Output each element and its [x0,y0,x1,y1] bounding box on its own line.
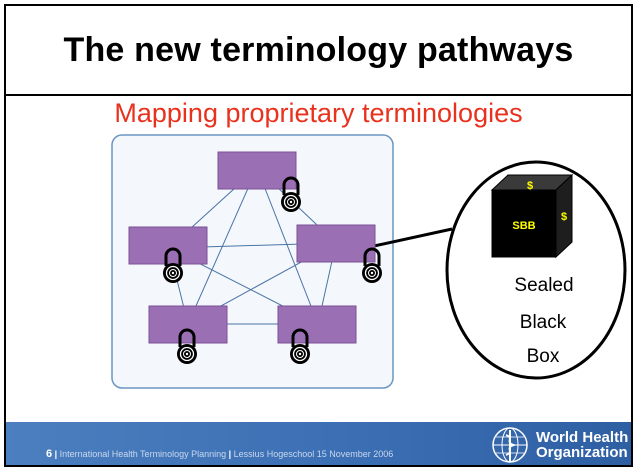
slide-frame: The new terminology pathways Mapping pro… [4,4,633,467]
footer-venue: Lessius Hogeschool 15 November 2006 [233,449,394,459]
terminology-diagram: $ $ SBB Sealed Black Box [111,134,627,389]
terminology-node-left [128,226,208,285]
terminology-node-top [217,151,303,214]
slide-title: The new terminology pathways [63,30,574,69]
who-emblem-icon [492,427,528,463]
caption-line-2: Black [520,312,567,333]
footer-bar: 6 | International Health Terminology Pla… [6,422,631,465]
separator: | [228,449,234,459]
caption-line-1: Sealed [514,275,573,296]
who-name-line1: World Health [536,429,629,446]
edge [256,167,319,325]
who-wordmark: World Health Organization [536,430,628,460]
terminology-node-right [296,224,384,285]
caption-line-3: Box [527,346,560,367]
terminology-node-bottom-right [277,305,357,366]
slide-subtitle: Mapping proprietary terminologies [114,98,523,128]
footer-text: 6 | International Health Terminology Pla… [46,448,393,460]
cube-dollar-side: $ [561,211,567,223]
footer-event: International Health Terminology Plannin… [59,449,227,459]
cube-dollar-top: $ [527,180,533,192]
cube-label: SBB [512,220,535,232]
connector-line [373,227,453,248]
title-bar: The new terminology pathways [6,6,631,96]
cube-icon: $ $ SBB [490,173,574,259]
who-name-line2: Organization [536,444,628,461]
separator: | [54,449,60,459]
terminology-node-bottom-left [148,305,228,366]
page-number: 6 [46,448,53,460]
